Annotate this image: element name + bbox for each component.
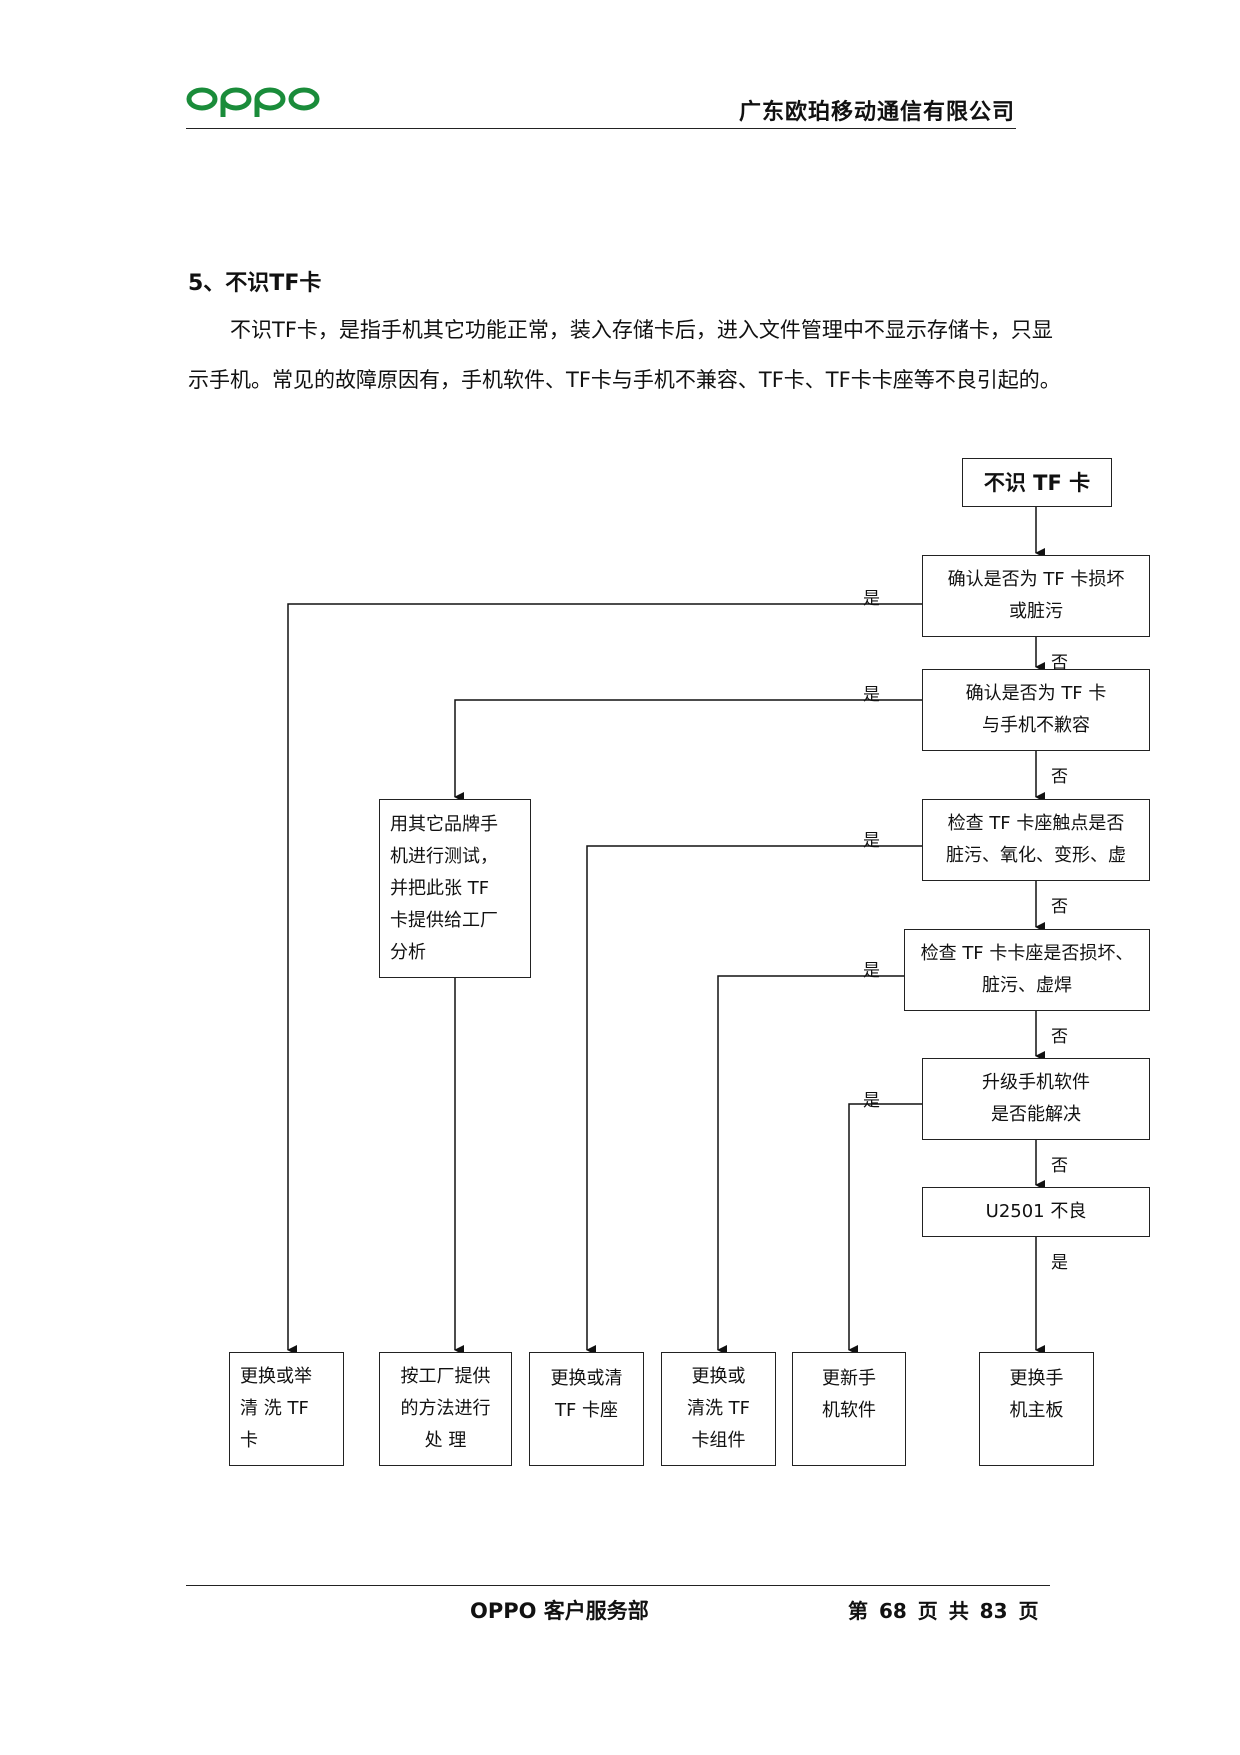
label-yes: 是 xyxy=(863,961,880,981)
flow-step-check-tf-damage: 确认是否为 TF 卡损坏或脏污 xyxy=(922,555,1150,637)
footer-rule xyxy=(186,1585,1050,1586)
footer-page-number: 第 68 页 共 83 页 xyxy=(848,1599,1039,1623)
label-no: 否 xyxy=(1051,897,1068,917)
oppo-logo: oppo xyxy=(186,87,320,117)
company-name: 广东欧珀移动通信有限公司 xyxy=(738,100,1015,125)
flow-outcome-factory-method: 按工厂提供的方法进行处 理 xyxy=(379,1352,512,1466)
label-no: 否 xyxy=(1051,653,1068,673)
header-rule xyxy=(186,128,1016,129)
label-yes: 是 xyxy=(863,1091,880,1111)
label-no: 否 xyxy=(1051,767,1068,787)
flow-outcome-replace-mainboard: 更换手机主板 xyxy=(979,1352,1094,1466)
flow-step-check-socket-contacts: 检查 TF 卡座触点是否脏污、氧化、变形、虚 xyxy=(922,799,1150,881)
label-yes: 是 xyxy=(863,589,880,609)
label-no: 否 xyxy=(1051,1156,1068,1176)
flow-step-u2501: U2501 不良 xyxy=(922,1187,1150,1237)
section-title: 5、不识TF卡 xyxy=(188,271,322,296)
flow-start: 不识 TF 卡 xyxy=(962,458,1112,507)
footer-department: OPPO 客户服务部 xyxy=(470,1599,649,1623)
section-paragraph: 不识TF卡，是指手机其它功能正常，装入存储卡后，进入文件管理中不显示存储卡，只显… xyxy=(188,318,1061,392)
flow-outcome-update-software: 更新手机软件 xyxy=(792,1352,906,1466)
flow-step-check-compatibility: 确认是否为 TF 卡与手机不歉容 xyxy=(922,669,1150,751)
label-yes: 是 xyxy=(863,685,880,705)
flow-step-upgrade-software: 升级手机软件是否能解决 xyxy=(922,1058,1150,1140)
label-yes: 是 xyxy=(1051,1253,1068,1273)
label-no: 否 xyxy=(1051,1027,1068,1047)
flow-step-check-socket-damage: 检查 TF 卡卡座是否损坏、脏污、虚焊 xyxy=(904,929,1150,1011)
label-yes: 是 xyxy=(863,831,880,851)
